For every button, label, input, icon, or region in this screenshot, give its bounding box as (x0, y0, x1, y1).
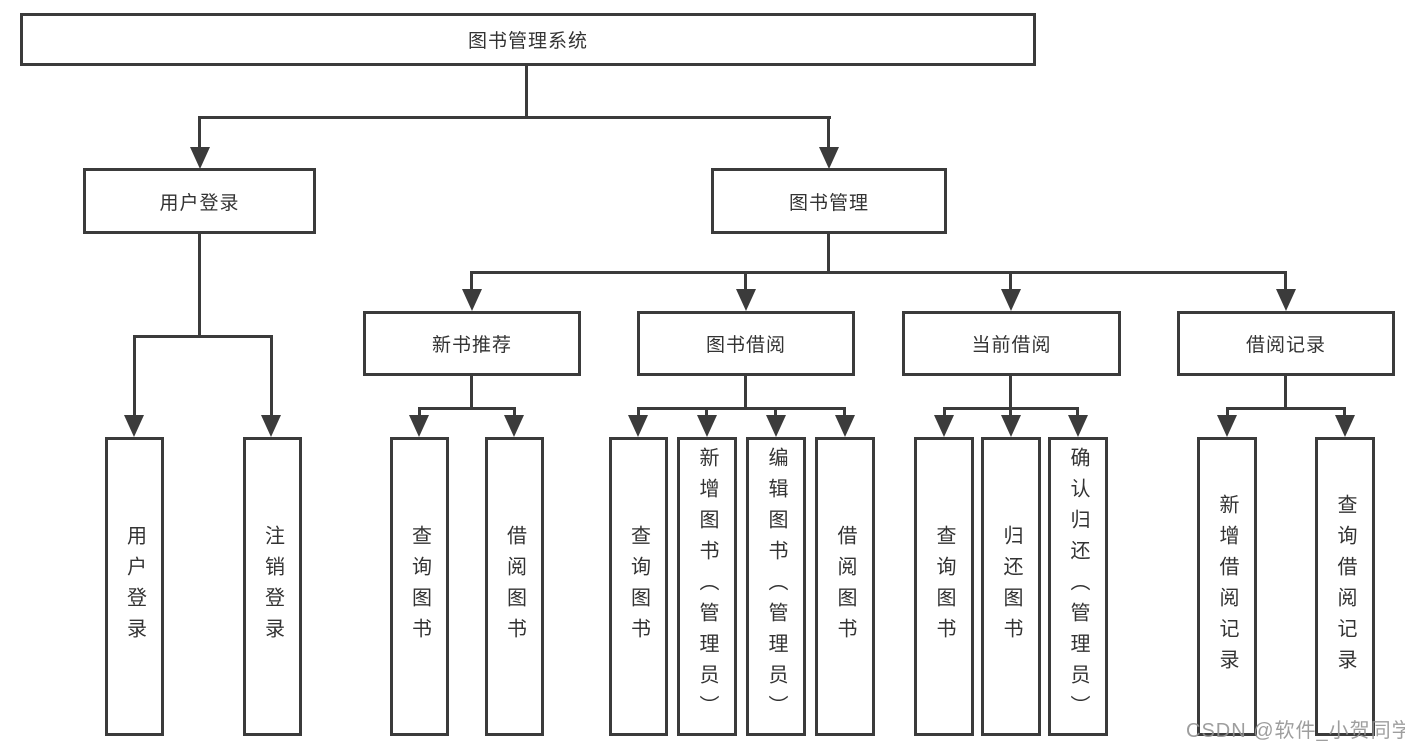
arrow-down-icon (697, 415, 717, 437)
leaf-return-books: 归还图书 (981, 437, 1041, 736)
arrow-down-icon (628, 415, 648, 437)
leaf-label: 新增借阅记录 (1216, 493, 1238, 680)
connector-line (827, 234, 830, 274)
leaf-query-books-borrowing: 查询图书 (609, 437, 668, 736)
connector-line (525, 66, 528, 119)
leaf-add-borrow-record: 新增借阅记录 (1197, 437, 1257, 736)
leaf-label: 借阅图书 (503, 524, 526, 649)
node-label: 图书借阅 (705, 335, 786, 356)
leaf-label: 用户登录 (123, 524, 146, 649)
leaf-edit-books-admin: 编辑图书（管理员） (746, 437, 806, 736)
arrow-down-icon (1001, 415, 1021, 437)
connector-line (943, 407, 946, 419)
node-new-book-recommendation: 新书推荐 (363, 311, 581, 376)
leaf-query-books-current: 查询图书 (914, 437, 974, 736)
arrow-down-icon (1001, 289, 1021, 311)
node-borrowing-records: 借阅记录 (1177, 311, 1395, 376)
arrow-down-icon (819, 147, 839, 169)
node-label: 图书管理系统 (467, 31, 588, 52)
connector-line (843, 407, 846, 419)
arrow-down-icon (835, 415, 855, 437)
connector-line (1226, 407, 1229, 419)
leaf-label: 注销登录 (261, 524, 284, 649)
node-label: 新书推荐 (431, 335, 512, 356)
arrow-down-icon (462, 289, 482, 311)
leaf-label: 查询图书 (408, 524, 431, 649)
connector-line (471, 271, 1287, 274)
arrow-down-icon (1335, 415, 1355, 437)
connector-line (199, 116, 831, 119)
csdn-watermark: CSDN @软件_小贺同学 (1186, 720, 1405, 742)
connector-line (133, 335, 136, 419)
node-label: 图书管理 (788, 192, 869, 214)
connector-line (418, 407, 421, 419)
arrow-down-icon (1276, 289, 1296, 311)
arrow-down-icon (409, 415, 429, 437)
connector-line (827, 116, 830, 150)
connector-line (513, 407, 516, 419)
node-label: 当前借阅 (971, 335, 1052, 356)
node-book-borrowing: 图书借阅 (637, 311, 855, 376)
connector-line (1009, 271, 1012, 293)
arrow-down-icon (766, 415, 786, 437)
connector-line (470, 271, 473, 293)
connector-line (744, 271, 747, 293)
connector-line (1284, 376, 1287, 410)
connector-line (705, 407, 708, 419)
leaf-label: 归还图书 (1000, 524, 1022, 649)
leaf-label: 查询图书 (933, 524, 955, 649)
arrow-down-icon (934, 415, 954, 437)
connector-line (133, 335, 273, 338)
connector-line (774, 407, 777, 419)
node-library-management-system: 图书管理系统 (20, 13, 1036, 66)
node-label: 用户登录 (159, 192, 240, 214)
arrow-down-icon (124, 415, 144, 437)
leaf-label: 编辑图书（管理员） (765, 447, 787, 726)
connector-line (744, 376, 747, 410)
arrow-down-icon (504, 415, 524, 437)
leaf-query-books-recommend: 查询图书 (390, 437, 449, 736)
arrow-down-icon (261, 415, 281, 437)
arrow-down-icon (190, 147, 210, 169)
leaf-query-borrow-record: 查询借阅记录 (1315, 437, 1375, 736)
connector-line (1009, 376, 1012, 410)
connector-line (198, 116, 201, 150)
leaf-label: 确认归还（管理员） (1067, 447, 1089, 726)
leaf-label: 新增图书（管理员） (696, 447, 718, 726)
leaf-confirm-return-admin: 确认归还（管理员） (1048, 437, 1108, 736)
leaf-logout: 注销登录 (243, 437, 302, 736)
arrow-down-icon (1068, 415, 1088, 437)
leaf-add-books-admin: 新增图书（管理员） (677, 437, 737, 736)
connector-line (1226, 407, 1346, 410)
leaf-label: 查询图书 (627, 524, 650, 649)
leaf-user-login: 用户登录 (105, 437, 164, 736)
arrow-down-icon (736, 289, 756, 311)
leaf-label: 查询借阅记录 (1334, 493, 1356, 680)
leaf-borrow-books-recommend: 借阅图书 (485, 437, 544, 736)
connector-line (1343, 407, 1346, 419)
connector-line (470, 376, 473, 410)
node-label: 借阅记录 (1245, 335, 1326, 356)
connector-line (637, 407, 640, 419)
node-user-login: 用户登录 (83, 168, 316, 234)
connector-line (1009, 407, 1012, 419)
leaf-borrow-books: 借阅图书 (815, 437, 875, 736)
arrow-down-icon (1217, 415, 1237, 437)
node-current-borrowing: 当前借阅 (902, 311, 1121, 376)
node-book-management: 图书管理 (711, 168, 947, 234)
connector-line (418, 407, 516, 410)
connector-line (270, 335, 273, 419)
connector-line (198, 234, 201, 337)
connector-line (1076, 407, 1079, 419)
connector-line (1284, 271, 1287, 293)
leaf-label: 借阅图书 (834, 524, 856, 649)
connector-line (637, 407, 846, 410)
